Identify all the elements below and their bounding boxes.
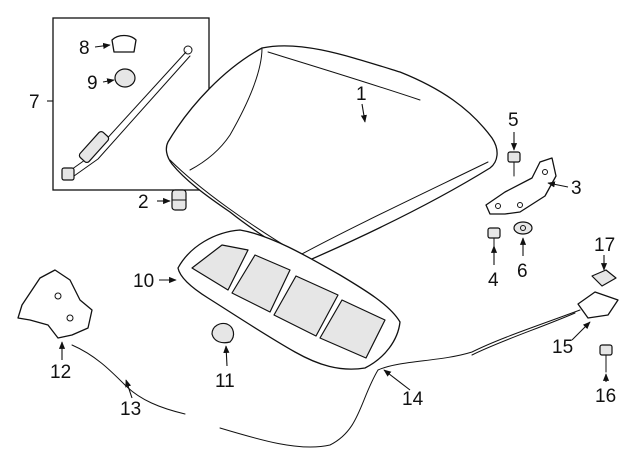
handle-nut[interactable]: [591, 269, 617, 287]
callout-15: 15: [552, 337, 573, 358]
lock-cable[interactable]: [71, 344, 186, 415]
hinge-stud[interactable]: [487, 227, 501, 247]
callout-2: 2: [138, 192, 149, 213]
hinge-bolt[interactable]: [507, 151, 521, 177]
callout-17: 17: [594, 235, 615, 256]
callout-12: 12: [50, 362, 71, 383]
callout-5: 5: [508, 110, 519, 131]
callout-6: 6: [517, 261, 528, 282]
hood-panel[interactable]: [165, 45, 498, 263]
release-handle[interactable]: [577, 291, 619, 319]
hood-bumper[interactable]: [171, 189, 187, 211]
hood-hinge[interactable]: [485, 157, 557, 215]
callout-13: 13: [120, 399, 141, 420]
callout-3: 3: [571, 178, 582, 199]
handle-bolt[interactable]: [599, 344, 613, 373]
hood-support-rod[interactable]: [61, 45, 193, 181]
release-cable[interactable]: [219, 309, 581, 448]
callout-10: 10: [133, 271, 154, 292]
hood-insulator[interactable]: [177, 229, 401, 370]
callout-8: 8: [79, 38, 90, 59]
callout-11: 11: [215, 371, 235, 392]
hinge-nut[interactable]: [513, 221, 533, 235]
rod-grommet[interactable]: [114, 68, 136, 88]
callout-14: 14: [402, 389, 424, 410]
callout-16: 16: [595, 386, 616, 407]
callout-7: 7: [29, 92, 40, 113]
hood-latch[interactable]: [17, 269, 93, 339]
cable-grommet[interactable]: [211, 322, 235, 344]
callout-1: 1: [356, 84, 367, 105]
callout-9: 9: [87, 73, 98, 94]
leader-lines: [47, 42, 610, 399]
callout-4: 4: [488, 270, 499, 291]
rod-clip[interactable]: [111, 34, 137, 53]
